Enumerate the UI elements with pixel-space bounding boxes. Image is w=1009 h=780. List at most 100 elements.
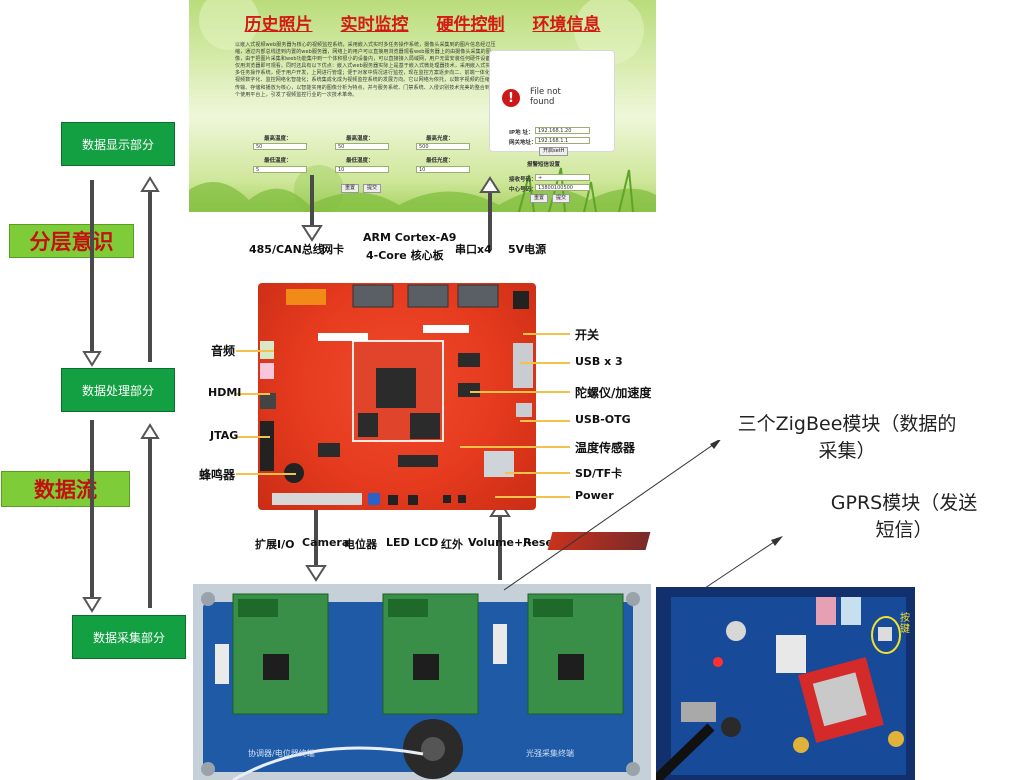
up-arrow-processing-to-display [140,176,160,362]
label-volume: Volume+/- [468,536,532,549]
pointer-sd [505,472,570,474]
intro-paragraph: 以嵌入式视频web服务器为核心的视频监控系统，采用嵌入式实时多任务操作系统，摄像… [235,42,496,98]
down-arrow-display-to-processing [82,180,102,367]
label-camera: Camera [302,536,350,549]
zigbee-coordinator-label: 协调器/电位器终端 [248,749,315,758]
arrow-web-to-board [301,175,323,242]
label-serial: 串口x4 [455,243,492,256]
layer-processing-box: 数据处理部分 [61,368,175,412]
gprs-drawing [656,587,915,780]
label-hdmi: HDMI [208,386,242,399]
pointer-switch [523,333,570,335]
label-temp-sensor: 温度传感器 [575,441,636,455]
file-not-found-text: File not found [530,87,561,107]
label-485-can: 485/CAN总线 [249,243,324,256]
zigbee-callout-line2: 采集） [818,440,876,462]
max-temp-input[interactable]: 50 [253,143,307,150]
max-hum-label: 最高湿度： [346,136,374,142]
arrow-board-to-zigbee [305,508,327,582]
file-not-found-panel: ! File not found [489,50,615,152]
label-nic: 网卡 [322,243,344,256]
sms-reset-button[interactable]: 重置 [530,194,549,203]
board-drawing [260,284,533,505]
min-light-label: 最低光度： [426,158,454,164]
pointer-power [495,496,570,498]
ip-input[interactable]: 192.168.1.20 [535,127,590,134]
error-icon: ! [502,89,520,107]
pointer-gyro [470,391,570,393]
gprs-button-label: 按键 [900,613,910,635]
pointer-usb3 [520,362,570,364]
form-submit-button[interactable]: 提交 [363,184,382,193]
layer-arrows [82,176,160,613]
label-gyro-accel: 陀螺仪/加速度 [575,386,652,400]
label-audio: 音频 [211,344,236,358]
pointer-audio [236,350,274,352]
gateway-input[interactable]: 192.168.1.1 [535,137,590,144]
gprs-callout-line1: GPRS模块（发送 [830,492,978,514]
layering-tag: 分层意识 [9,224,134,258]
pointer-hdmi [236,393,270,395]
label-core-line2: 4-Core 核心板 [366,249,444,262]
flow-arrows [301,175,511,582]
max-hum-input[interactable]: 50 [335,143,389,150]
nav-hardware-control[interactable]: 硬件控制 [436,15,505,35]
zigbee-callout: 三个ZigBee模块（数据的 采集） [706,411,988,465]
min-temp-input[interactable]: 5 [253,166,307,173]
form-reset-button[interactable]: 重置 [341,184,360,193]
gateway-label: 网关地址： [509,140,537,146]
up-arrow-collection-to-processing [140,423,160,608]
arm-board-photo [258,283,536,510]
recv-number-input[interactable]: + [535,174,590,181]
alarm-sms-title: 报警短信设置 [527,162,561,168]
gprs-callout-line2: 短信） [875,519,933,541]
web-nav: 历史照片 实时监控 硬件控制 环境信息 [189,10,656,35]
pointer-temp [460,446,570,448]
gprs-module-photo: 按键 [656,587,915,780]
nav-live-monitor[interactable]: 实时监控 [340,15,409,35]
max-light-input[interactable]: 500 [416,143,470,150]
zigbee-light-label: 光强采集终端 [526,749,574,758]
layer-collection-box: 数据采集部分 [72,615,186,659]
label-power: Power [575,489,614,502]
label-buzzer: 蜂鸣器 [199,468,236,482]
open-button[interactable]: 开启setH [539,147,569,156]
pointer-jtag [236,436,270,438]
file-not-found-line1: File not [530,87,561,97]
arrow-board-to-web [479,176,501,250]
nav-environment-info[interactable]: 环境信息 [532,15,601,35]
label-lcd: LCD [414,536,439,549]
gprs-callout: GPRS模块（发送 短信） [800,490,1008,544]
max-light-label: 最高光度： [426,136,454,142]
label-expand-io: 扩展I/O [255,538,295,551]
label-sd-tf: SD/TF卡 [575,467,623,480]
label-usb3: USB x 3 [575,355,623,368]
recv-number-label: 接收号码： [509,177,537,183]
max-temp-label: 最高温度： [264,136,292,142]
label-led: LED [386,536,410,549]
nav-history-photos[interactable]: 历史照片 [244,15,313,35]
min-light-input[interactable]: 10 [416,166,470,173]
pointer-buzzer [236,473,296,475]
callout-pointers [503,440,783,591]
min-hum-input[interactable]: 10 [335,166,389,173]
file-not-found-line2: found [530,97,555,107]
min-temp-label: 最低温度： [264,158,292,164]
center-number-input[interactable]: 13800100500 [535,184,590,191]
layer-display-box: 数据显示部分 [61,122,175,166]
dataflow-tag: 数据流 [1,471,130,507]
sms-submit-button[interactable]: 提交 [552,194,571,203]
center-number-label: 中心号码： [509,187,537,193]
label-usb-otg: USB-OTG [575,413,631,426]
label-5v: 5V电源 [508,243,547,256]
min-hum-label: 最低湿度： [346,158,374,164]
pointer-usb-otg [520,420,570,422]
zigbee-callout-line1: 三个ZigBee模块（数据的 [737,413,957,435]
ip-label: IP地 址： [509,130,534,136]
label-jtag: JTAG [210,429,239,442]
label-infrared: 红外 [441,538,463,551]
zigbee-drawing [193,584,651,780]
label-potentiometer: 电位器 [344,538,377,551]
label-switch: 开关 [575,328,600,342]
zigbee-modules-photo: 协调器/电位器终端 光强采集终端 [193,584,651,780]
